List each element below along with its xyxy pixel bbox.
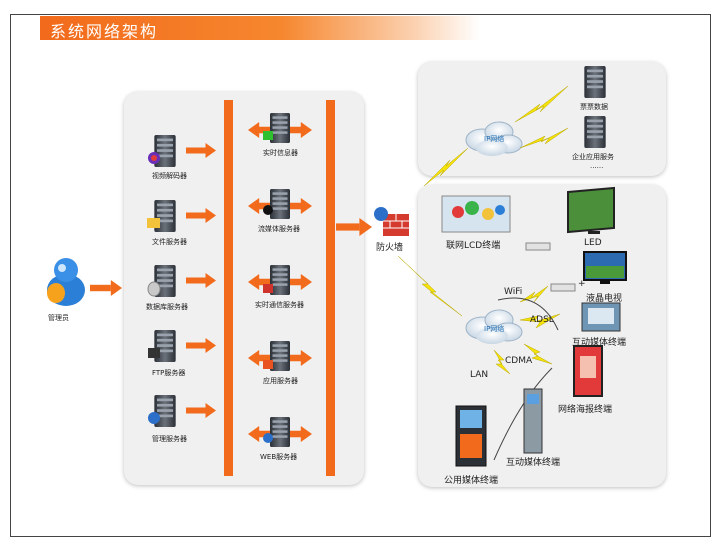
lcd-tv-icon	[583, 251, 627, 284]
top-ip-cloud-icon	[465, 121, 523, 156]
poster-terminal-icon	[573, 345, 603, 397]
interactive-terminal-top-icon	[581, 302, 621, 332]
lcd-terminal-label: 联网LCD终端	[446, 241, 501, 251]
public-terminal-icon	[455, 405, 487, 467]
server-label: FTP服务器	[152, 369, 186, 377]
firewall-label: 防火墙	[376, 243, 404, 253]
server-label: 实时通信服务器	[255, 301, 304, 309]
set-top-box-icon	[525, 242, 576, 292]
server-label: WEB服务器	[260, 453, 298, 461]
led-label: LED	[584, 238, 602, 248]
lan-label: LAN	[470, 370, 489, 380]
public-terminal-label: 公用媒体终端	[444, 476, 499, 486]
interactive-terminal-label: 互动媒体终端	[572, 338, 627, 348]
lightning-bolts	[397, 85, 569, 375]
left-bus-bar	[224, 100, 233, 476]
server-label: 数据库服务器	[146, 303, 188, 311]
enterprise-server-label: 企业应用服务	[572, 153, 614, 161]
admin-avatar-icon	[47, 258, 85, 306]
lcd-terminal-icon	[441, 195, 511, 233]
admin-arrow	[90, 280, 122, 296]
server-label: 管理服务器	[152, 435, 187, 443]
wifi-label: WiFi	[504, 287, 523, 297]
admin-label: 管理员	[48, 314, 69, 322]
server-label: 应用服务器	[263, 377, 298, 385]
interactive-terminal-bottom-icon	[523, 388, 543, 454]
ellipsis: ......	[590, 162, 604, 170]
server-label: 视频解码器	[152, 172, 187, 180]
middle-server-badges	[263, 131, 273, 443]
wifi-curve	[497, 297, 559, 331]
interactive-terminal-label: 互动媒体终端	[506, 458, 561, 468]
tv-label: 液晶电视	[586, 294, 623, 304]
left-server-badges	[147, 152, 161, 424]
server-label: 流媒体服务器	[258, 225, 300, 233]
right-bus-bar	[326, 100, 335, 476]
cdma-curve	[493, 367, 553, 461]
title-banner: 系统网络架构	[40, 16, 480, 41]
server-label: 实时信息器	[263, 149, 298, 157]
server-label: 文件服务器	[152, 238, 187, 246]
plus-sign: +	[578, 279, 586, 289]
cdma-label: CDMA	[505, 356, 533, 366]
data-server-label: 票票数据	[580, 103, 608, 111]
led-screen-icon	[567, 186, 615, 234]
left-server-arrows	[186, 143, 216, 418]
cloud-label: IP网络	[484, 325, 505, 333]
poster-terminal-label: 网络海报终端	[558, 405, 613, 415]
adsl-label: ADSL	[530, 315, 554, 325]
firewall-arrow	[336, 218, 372, 236]
middle-server-icons	[270, 113, 290, 447]
page-title: 系统网络架构	[50, 22, 159, 41]
bottom-ip-cloud-icon	[465, 309, 523, 344]
firewall-icon	[374, 207, 409, 236]
cloud-label: IP网络	[484, 135, 505, 143]
